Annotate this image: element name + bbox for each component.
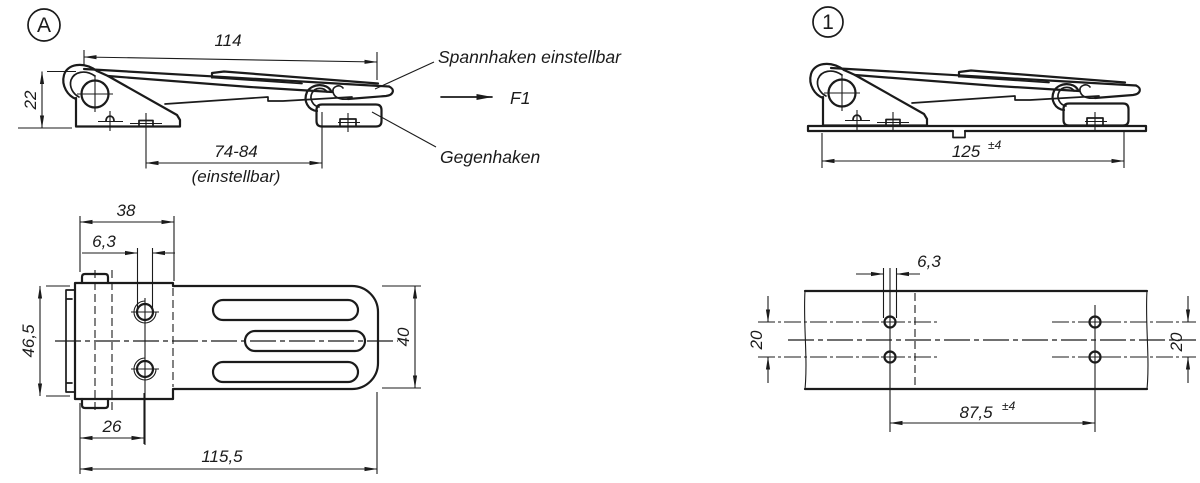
slot-1 — [211, 298, 360, 322]
leader-gegenhaken — [371, 111, 437, 148]
dim-875-text: 87,5 — [959, 403, 993, 422]
plate-edges-horizontal — [803, 289, 1149, 391]
label-force: F1 — [510, 88, 530, 108]
dim-125-tolerance: ±4 — [988, 138, 1002, 152]
view-a-badge-circle — [27, 8, 61, 42]
view-one-badge-circle — [812, 6, 844, 38]
view-one: 1 125 ±4 — [806, 6, 1148, 168]
view-top: 38 6,3 46,5 40 26 115,5 — [19, 201, 421, 474]
dim-38-extensions — [79, 216, 175, 281]
slot-3 — [211, 360, 360, 384]
hole-upper-thread-arc — [133, 300, 157, 324]
top-view-outline — [73, 281, 380, 401]
dim-22-text: 22 — [21, 90, 40, 110]
leader-spannhaken — [374, 61, 435, 90]
label-spannhaken: Spannhaken einstellbar — [438, 47, 622, 67]
dim-7484-note: (einstellbar) — [192, 167, 281, 186]
dim-20-left-text: 20 — [747, 330, 766, 350]
view-a: A 114 22 74-84 (einstellbar) Spannhaken … — [18, 8, 622, 186]
dim-26-text: 26 — [102, 417, 122, 436]
dim-114-extensions — [83, 50, 378, 80]
dim-63-text: 6,3 — [92, 232, 116, 251]
plate-notch — [952, 130, 966, 139]
view-one-latch — [809, 62, 1141, 134]
plate-dim-63-text: 6,3 — [917, 252, 941, 271]
dim-465-extensions — [46, 285, 70, 397]
dim-465-text: 46,5 — [19, 324, 38, 358]
dim-63-extensions — [136, 248, 154, 308]
label-gegenhaken: Gegenhaken — [440, 147, 540, 167]
dim-38-text: 38 — [117, 201, 136, 220]
dim-40-text: 40 — [394, 327, 413, 346]
view-one-badge-label: 1 — [822, 11, 834, 34]
view-a-badge-label: A — [37, 14, 51, 37]
dim-22-extensions — [18, 70, 76, 129]
dim-7484-text: 74-84 — [214, 142, 257, 161]
dim-114-line — [83, 55, 378, 64]
dim-1155-text: 115,5 — [201, 447, 243, 466]
hole-lower-thread-arc — [133, 357, 157, 381]
dim-114-text: 114 — [214, 31, 241, 50]
dim-875-tolerance: ±4 — [1002, 399, 1016, 413]
mounting-plate — [806, 124, 1148, 133]
dim-125-text: 125 — [952, 142, 981, 161]
view-plate: 6,3 20 20 87,5 ±4 — [747, 252, 1196, 432]
plate-dim-63-extensions — [882, 268, 898, 318]
view-a-latch — [62, 63, 394, 135]
dim-20-right-text: 20 — [1167, 332, 1186, 352]
